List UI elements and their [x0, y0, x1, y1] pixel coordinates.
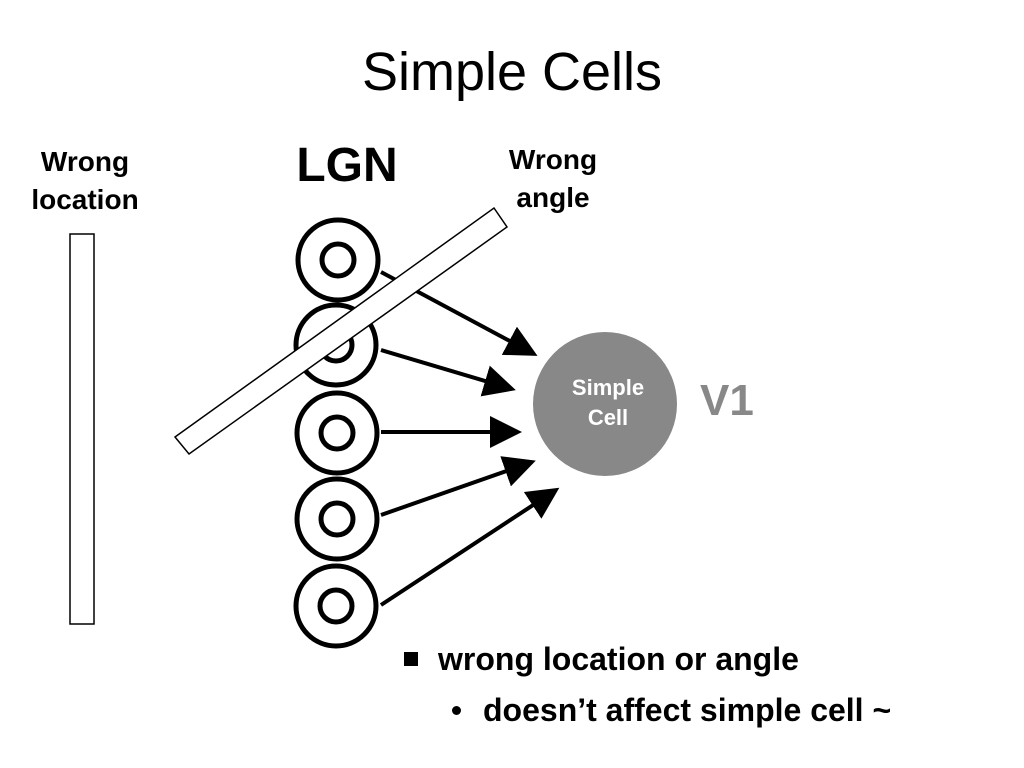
- simple-cell-circle: [533, 332, 677, 476]
- connection-arrow: [380, 456, 536, 517]
- connection-arrow: [379, 487, 560, 607]
- wrong-angle-line1: Wrong: [508, 144, 598, 175]
- slide-title: Simple Cells: [361, 42, 663, 102]
- bullet-item: wrong location or angle: [404, 640, 799, 678]
- wrong-angle-bar: [173, 206, 509, 456]
- v1-label: V1: [700, 376, 754, 425]
- lgn-cell: [294, 476, 380, 562]
- lgn-cell: [293, 563, 379, 649]
- bullet-text: wrong location or angle: [438, 641, 799, 677]
- dot-bullet-icon: [452, 706, 461, 715]
- sub-bullet-text: doesn’t affect simple cell ~: [483, 692, 892, 728]
- lgn-cell: [295, 217, 381, 303]
- wrong-location-line1: Wrong: [40, 146, 130, 177]
- simple-cell-label-line2: Cell: [587, 405, 629, 430]
- lgn-label: LGN: [296, 139, 398, 192]
- connection-arrow: [380, 348, 516, 397]
- simple-cell-label-line1: Simple: [571, 375, 645, 400]
- sub-bullet-item: doesn’t affect simple cell ~: [452, 691, 891, 729]
- wrong-location-bar: [69, 233, 95, 625]
- wrong-angle-label: Wrong angle: [478, 141, 628, 217]
- square-bullet-icon: [404, 652, 418, 666]
- lgn-cell: [294, 390, 380, 476]
- wrong-angle-line2: angle: [516, 182, 590, 213]
- simple-cell-label: Simple Cell: [533, 373, 683, 433]
- wrong-location-label: Wrong location: [10, 143, 160, 219]
- wrong-location-line2: location: [31, 184, 139, 215]
